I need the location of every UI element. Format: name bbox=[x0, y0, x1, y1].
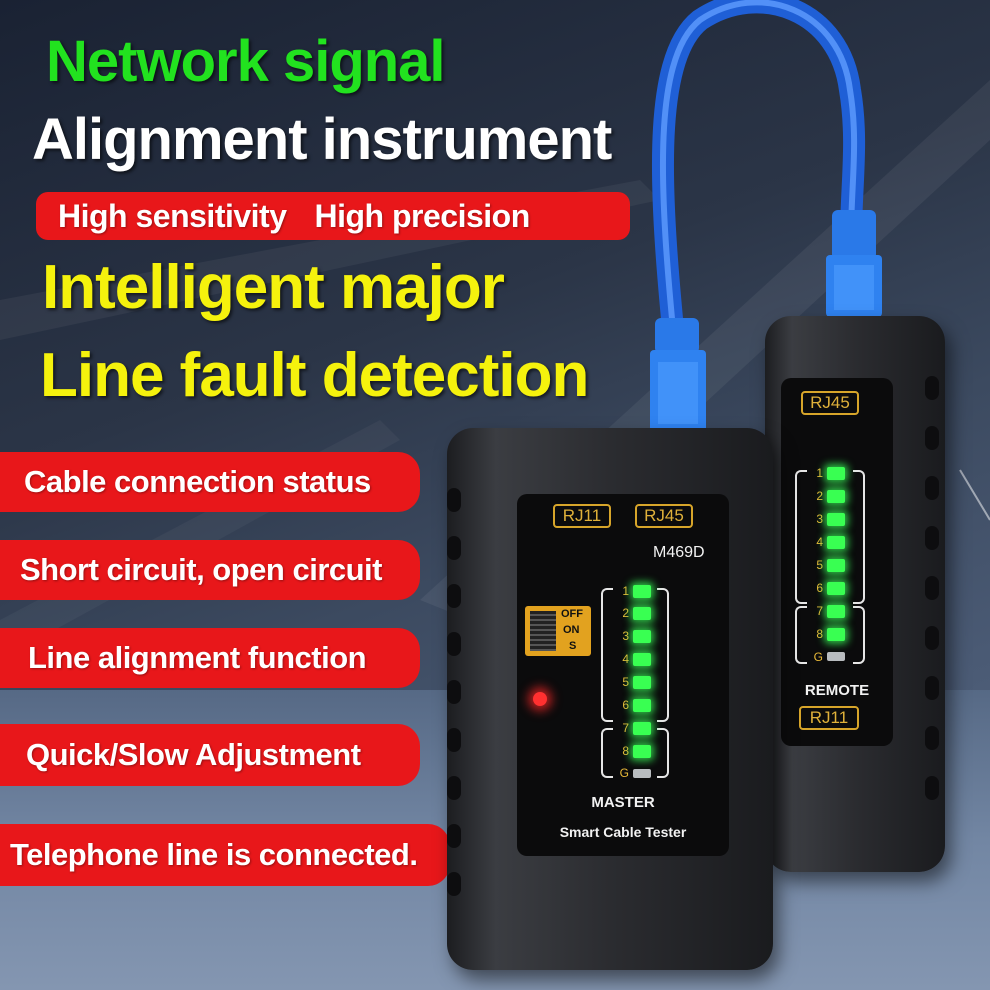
switch-slider[interactable] bbox=[530, 611, 556, 651]
remote-bracket-1-6 bbox=[795, 470, 807, 604]
master-bracket-7-8-right bbox=[657, 728, 669, 778]
master-bracket-1-6 bbox=[601, 588, 613, 722]
remote-pin-number: 7 bbox=[816, 604, 823, 618]
badge-high-precision: High precision bbox=[314, 197, 531, 234]
remote-bracket-7-8 bbox=[795, 606, 807, 664]
remote-pin-number: 1 bbox=[816, 466, 823, 480]
master-tester-device: RJ11 RJ45 M469D OFF ON S 1 2 3 4 5 6 7 8… bbox=[447, 428, 773, 970]
switch-s-label: S bbox=[569, 640, 577, 652]
switch-on-label: ON bbox=[563, 624, 580, 636]
remote-bracket-7-8-right bbox=[853, 606, 865, 664]
feature-pill: Line alignment function bbox=[0, 628, 420, 688]
master-model-number: M469D bbox=[653, 544, 705, 561]
switch-off-label: OFF bbox=[561, 608, 583, 620]
remote-pin-number: 5 bbox=[816, 558, 823, 572]
remote-led-2 bbox=[827, 490, 845, 503]
remote-pin-number: 6 bbox=[816, 581, 823, 595]
remote-rj11-label: RJ11 bbox=[799, 706, 859, 730]
master-panel: RJ11 RJ45 M469D OFF ON S 1 2 3 4 5 6 7 8… bbox=[517, 494, 729, 856]
master-pin-number: 6 bbox=[622, 698, 629, 712]
headline-line-4: Line fault detection bbox=[40, 341, 589, 410]
headline-line-1: Network signal bbox=[46, 29, 446, 94]
master-pin-number: 4 bbox=[622, 652, 629, 666]
master-led-6 bbox=[633, 699, 651, 712]
remote-rj45-label: RJ45 bbox=[801, 391, 859, 415]
spec-badge: High sensitivity High precision bbox=[36, 192, 630, 240]
master-bracket-7-8 bbox=[601, 728, 613, 778]
remote-pin-number: 8 bbox=[816, 627, 823, 641]
remote-label: REMOTE bbox=[804, 682, 870, 699]
master-pin-number: 1 bbox=[622, 584, 629, 598]
master-subtitle: Smart Cable Tester bbox=[559, 824, 687, 840]
feature-pill: Quick/Slow Adjustment bbox=[0, 724, 420, 786]
feature-text: Line alignment function bbox=[28, 640, 367, 675]
master-pin-number: 3 bbox=[622, 629, 629, 643]
feature-pill: Cable connection status bbox=[0, 452, 420, 512]
master-label: MASTER bbox=[591, 794, 655, 811]
headline-line-2: Alignment instrument bbox=[32, 107, 612, 172]
feature-pill: Short circuit, open circuit bbox=[0, 540, 420, 600]
remote-pin-number: 3 bbox=[816, 512, 823, 526]
master-led-1 bbox=[633, 585, 651, 598]
remote-led-8 bbox=[827, 628, 845, 641]
remote-bracket-1-6-right bbox=[853, 470, 865, 604]
master-led-3 bbox=[633, 630, 651, 643]
feature-text: Cable connection status bbox=[24, 464, 371, 499]
master-led-7 bbox=[633, 722, 651, 735]
master-pin-number: 5 bbox=[622, 675, 629, 689]
feature-text: Telephone line is connected. bbox=[10, 837, 418, 872]
remote-led-7 bbox=[827, 605, 845, 618]
remote-led-6 bbox=[827, 582, 845, 595]
remote-led-1 bbox=[827, 467, 845, 480]
headline-line-3: Intelligent major bbox=[42, 253, 505, 322]
power-speed-switch[interactable]: OFF ON S bbox=[525, 606, 591, 656]
master-led-4 bbox=[633, 653, 651, 666]
master-rj45-label: RJ45 bbox=[635, 504, 693, 528]
remote-led-5 bbox=[827, 559, 845, 572]
red-indicator-led bbox=[533, 692, 547, 706]
master-pin-number: G bbox=[619, 766, 629, 780]
badge-high-sensitivity: High sensitivity bbox=[58, 197, 287, 234]
remote-led-4 bbox=[827, 536, 845, 549]
remote-tester-device: RJ45 1 2 3 4 5 6 7 8 G REMOTE RJ11 bbox=[765, 316, 945, 872]
remote-pin-number: G bbox=[813, 650, 823, 664]
master-pin-number: 8 bbox=[622, 744, 629, 758]
master-pin-number: 7 bbox=[622, 721, 629, 735]
master-pin-number: 2 bbox=[622, 606, 629, 620]
remote-led-3 bbox=[827, 513, 845, 526]
feature-text: Short circuit, open circuit bbox=[20, 552, 383, 587]
master-led-2 bbox=[633, 607, 651, 620]
master-led-5 bbox=[633, 676, 651, 689]
master-bracket-1-6-right bbox=[657, 588, 669, 722]
remote-pin-number: 2 bbox=[816, 489, 823, 503]
feature-text: Quick/Slow Adjustment bbox=[26, 737, 361, 772]
remote-led-ground bbox=[827, 652, 845, 661]
master-led-8 bbox=[633, 745, 651, 758]
master-led-ground bbox=[633, 769, 651, 778]
master-rj11-label: RJ11 bbox=[553, 504, 611, 528]
feature-pill: Telephone line is connected. bbox=[0, 824, 450, 886]
remote-pin-number: 4 bbox=[816, 535, 823, 549]
remote-panel: RJ45 1 2 3 4 5 6 7 8 G REMOTE RJ11 bbox=[781, 378, 893, 746]
